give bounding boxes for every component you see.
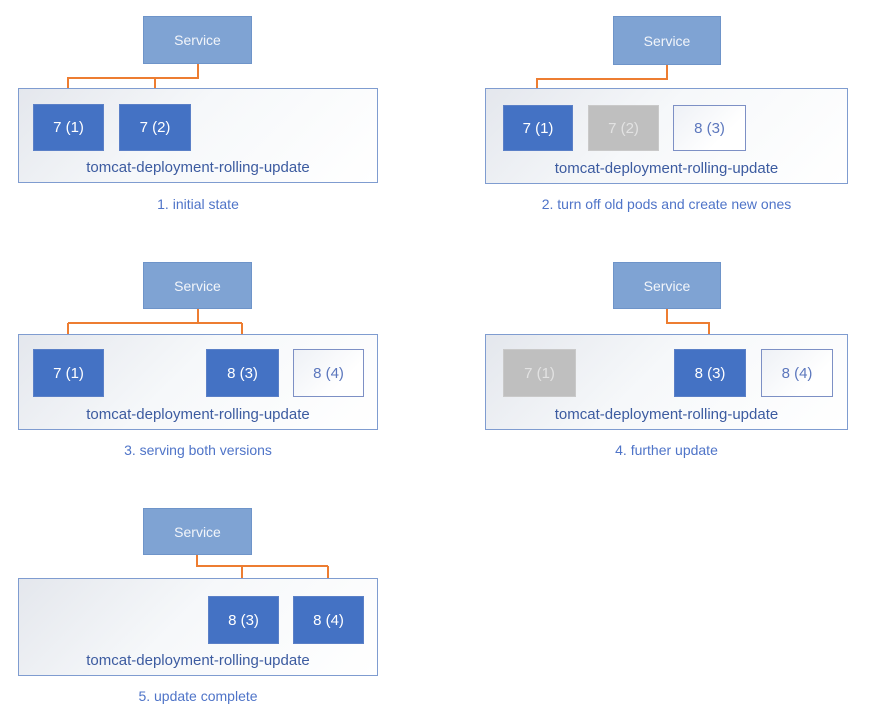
deployment-label: tomcat-deployment-rolling-update	[86, 159, 310, 176]
panel-serving-both-versions: Service 7 (1) 8 (3) 8 (4) tomcat-deploym…	[0, 240, 435, 480]
pod-7-1: 7 (1)	[33, 349, 104, 397]
pod-7-1: 7 (1)	[33, 104, 104, 151]
panel-further-update: Service 7 (1) 8 (3) 8 (4) tomcat-deploym…	[435, 240, 870, 480]
panel-caption: 3. serving both versions	[124, 442, 272, 458]
pod-7-2: 7 (2)	[119, 104, 191, 151]
panel-caption: 4. further update	[615, 442, 718, 458]
deployment-box: 7 (1) 8 (3) 8 (4) tomcat-deployment-roll…	[485, 334, 848, 430]
pod-8-4: 8 (4)	[293, 596, 364, 644]
deployment-label: tomcat-deployment-rolling-update	[86, 406, 310, 423]
pod-7-2: 7 (2)	[588, 105, 659, 151]
pod-8-3: 8 (3)	[208, 596, 279, 644]
pod-8-3: 8 (3)	[206, 349, 279, 397]
deployment-box: 7 (1) 7 (2) 8 (3) tomcat-deployment-roll…	[485, 88, 848, 184]
panel-update-complete: Service 8 (3) 8 (4) tomcat-deployment-ro…	[0, 480, 435, 718]
pod-8-3: 8 (3)	[674, 349, 746, 397]
deployment-box: 7 (1) 7 (2) tomcat-deployment-rolling-up…	[18, 88, 378, 183]
service-box: Service	[143, 16, 252, 64]
pod-7-1: 7 (1)	[503, 349, 576, 397]
deployment-box: 7 (1) 8 (3) 8 (4) tomcat-deployment-roll…	[18, 334, 378, 430]
panel-initial-state: Service 7 (1) 7 (2) tomcat-deployment-ro…	[0, 0, 435, 240]
panel-caption: 5. update complete	[138, 688, 258, 704]
deployment-box: 8 (3) 8 (4) tomcat-deployment-rolling-up…	[18, 578, 378, 676]
service-box: Service	[143, 508, 252, 555]
pod-7-1: 7 (1)	[503, 105, 573, 151]
pod-8-4: 8 (4)	[293, 349, 364, 397]
deployment-label: tomcat-deployment-rolling-update	[554, 160, 779, 177]
pod-8-3: 8 (3)	[673, 105, 746, 151]
panel-turn-off-old-pods: Service 7 (1) 7 (2) 8 (3) tomcat-deploym…	[435, 0, 870, 240]
panel-caption: 2. turn off old pods and create new ones	[541, 196, 792, 212]
service-box: Service	[613, 16, 721, 65]
deployment-label: tomcat-deployment-rolling-update	[554, 406, 779, 423]
service-box: Service	[613, 262, 721, 309]
deployment-label: tomcat-deployment-rolling-update	[86, 652, 310, 669]
panel-caption: 1. initial state	[157, 196, 239, 212]
pod-8-4: 8 (4)	[761, 349, 833, 397]
service-box: Service	[143, 262, 252, 309]
